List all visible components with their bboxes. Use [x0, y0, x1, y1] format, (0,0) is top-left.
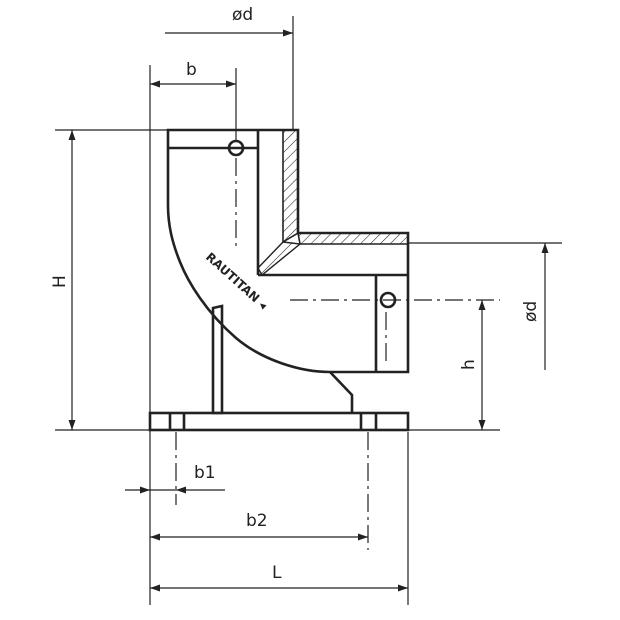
- label-H: H: [50, 275, 70, 288]
- rear-support: [329, 371, 354, 413]
- dimension-labels: ød b H ød h b1 b2 L: [50, 5, 541, 583]
- extension-lines: [55, 16, 562, 605]
- wall-plate: [148, 411, 410, 432]
- vertical-socket-outline: [166, 128, 410, 374]
- dimension-lines: [68, 29, 549, 592]
- label-h: h: [459, 359, 479, 370]
- label-od-top: ød: [232, 5, 253, 25]
- fitting-body: [148, 128, 410, 432]
- hatched-wall-corner: [257, 241, 302, 277]
- hatched-wall-horizontal: [297, 232, 409, 245]
- hatched-wall-vertical: [282, 129, 299, 244]
- label-b: b: [186, 60, 197, 80]
- label-L: L: [272, 563, 282, 583]
- label-b1: b1: [194, 463, 216, 483]
- logo-text: RAUTITAN ◂: [203, 250, 270, 312]
- top-pin-hole: [227, 139, 245, 157]
- label-b2: b2: [246, 511, 268, 531]
- label-od-right: ød: [521, 301, 541, 322]
- centerlines: [175, 158, 500, 550]
